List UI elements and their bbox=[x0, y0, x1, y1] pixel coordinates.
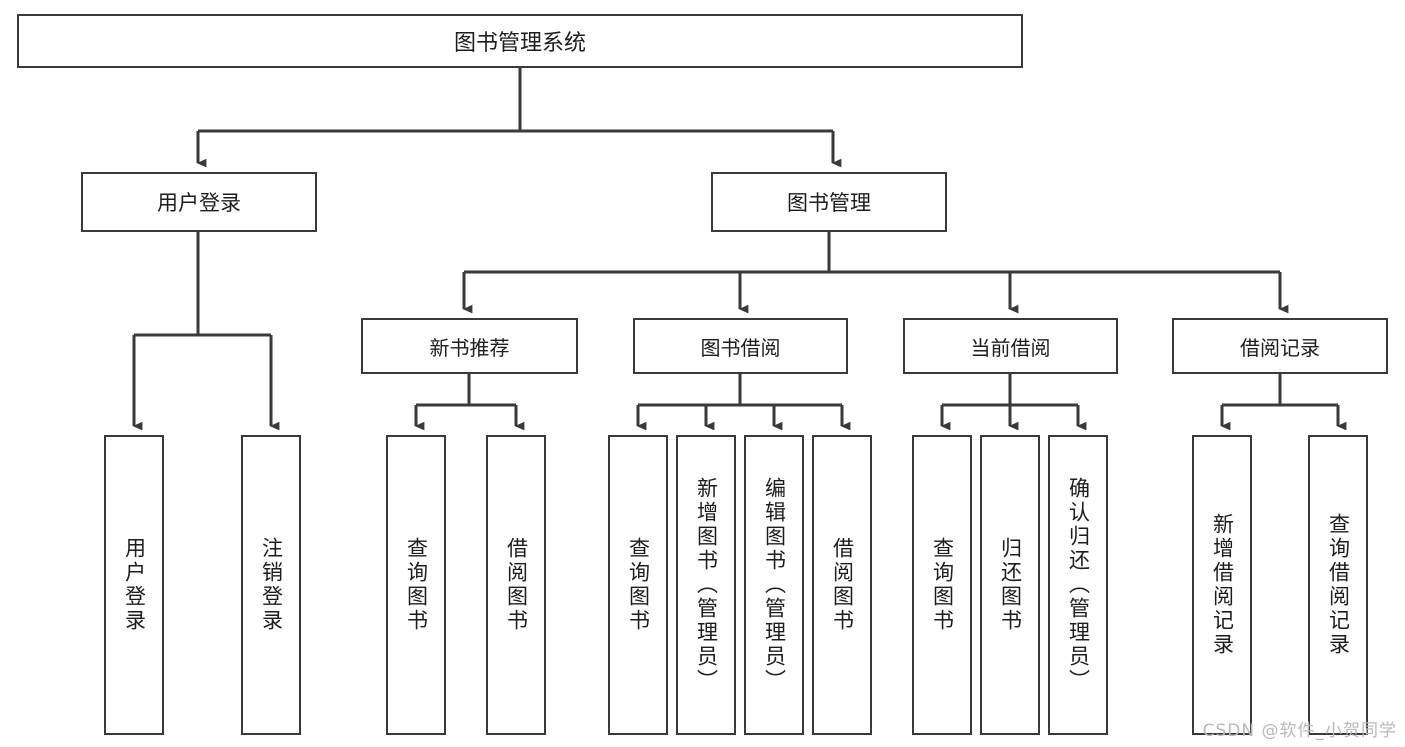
leaf-current-borrow-query-book[interactable]: 查询图书 bbox=[912, 435, 972, 735]
leaf-book-borrow-add-book-admin[interactable]: 新增图书（管理员） bbox=[676, 435, 736, 735]
node-label: 查询图书 bbox=[626, 537, 651, 633]
node-label: 用户登录 bbox=[122, 537, 147, 633]
leaf-borrow-record-query-record[interactable]: 查询借阅记录 bbox=[1308, 435, 1368, 735]
node-current-borrowing[interactable]: 当前借阅 bbox=[903, 318, 1118, 374]
leaf-book-borrow-borrow-book[interactable]: 借阅图书 bbox=[812, 435, 872, 735]
node-label: 借阅图书 bbox=[504, 537, 529, 633]
node-label: 新增借阅记录 bbox=[1210, 513, 1235, 657]
leaf-new-book-borrow-book[interactable]: 借阅图书 bbox=[486, 435, 546, 735]
node-label: 确认归还（管理员） bbox=[1066, 477, 1091, 693]
leaf-book-borrow-edit-book-admin[interactable]: 编辑图书（管理员） bbox=[744, 435, 804, 735]
node-book-borrowing[interactable]: 图书借阅 bbox=[633, 318, 848, 374]
leaf-book-borrow-query-book[interactable]: 查询图书 bbox=[608, 435, 668, 735]
node-new-book-recommendation[interactable]: 新书推荐 bbox=[361, 318, 578, 374]
node-book-management[interactable]: 图书管理 bbox=[711, 172, 947, 232]
leaf-current-borrow-confirm-return-admin[interactable]: 确认归还（管理员） bbox=[1048, 435, 1108, 735]
node-label: 借阅图书 bbox=[830, 537, 855, 633]
leaf-new-book-query-book[interactable]: 查询图书 bbox=[386, 435, 446, 735]
leaf-user-login-logout[interactable]: 注销登录 bbox=[241, 435, 301, 735]
node-label: 借阅记录 bbox=[1240, 335, 1320, 360]
node-label: 图书借阅 bbox=[700, 335, 781, 360]
node-label: 当前借阅 bbox=[970, 335, 1051, 360]
leaf-user-login-login[interactable]: 用户登录 bbox=[104, 435, 164, 735]
node-label: 归还图书 bbox=[998, 537, 1023, 633]
node-label: 新书推荐 bbox=[429, 335, 510, 360]
node-label: 查询借阅记录 bbox=[1326, 513, 1351, 657]
node-label: 查询图书 bbox=[930, 537, 955, 633]
node-root-book-management-system[interactable]: 图书管理系统 bbox=[17, 14, 1023, 68]
node-label: 用户登录 bbox=[157, 191, 241, 215]
node-label: 查询图书 bbox=[404, 537, 429, 633]
leaf-borrow-record-add-record[interactable]: 新增借阅记录 bbox=[1192, 435, 1252, 735]
node-label: 注销登录 bbox=[259, 537, 284, 633]
leaf-current-borrow-return-book[interactable]: 归还图书 bbox=[980, 435, 1040, 735]
node-user-login[interactable]: 用户登录 bbox=[81, 172, 317, 232]
node-label: 图书管理 bbox=[787, 191, 871, 215]
node-label: 编辑图书（管理员） bbox=[762, 477, 787, 693]
node-label: 新增图书（管理员） bbox=[694, 477, 719, 693]
csdn-watermark: CSDN @软件_小贺同学 bbox=[1202, 721, 1397, 741]
node-borrowing-record[interactable]: 借阅记录 bbox=[1172, 318, 1388, 374]
node-label: 图书管理系统 bbox=[453, 31, 586, 56]
